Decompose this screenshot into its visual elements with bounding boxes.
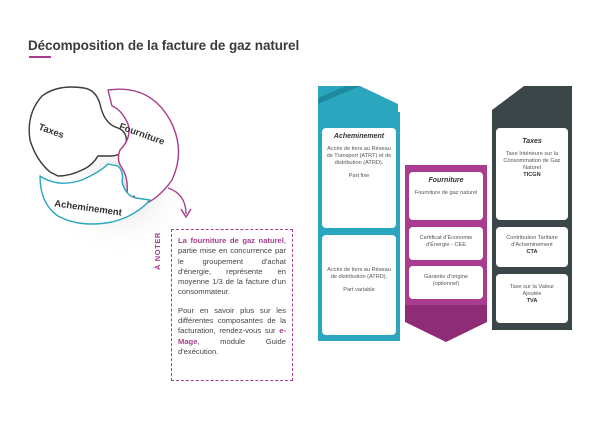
fourniture-cee-box: Certificat d'Économie d'Énergie - CEE (409, 227, 483, 260)
taxes-tva-text: Taxe sur la Valeur Ajoutée (509, 284, 555, 297)
note-side-label: À NOTER (153, 232, 162, 270)
fourniture-title: Fourniture (428, 177, 464, 184)
taxes-cta-box: Contribution Tarifaire d'Acheminement CT… (496, 227, 568, 267)
note-paragraph-1: La fourniture de gaz naturel, partie mis… (178, 236, 286, 298)
acheminement-top-chevron (318, 86, 398, 112)
taxes-top-chevron (492, 86, 572, 122)
title-underline (29, 56, 51, 58)
taxes-ticgn-code: TICGN (523, 172, 541, 178)
taxes-ticgn-box: Taxes Taxe Intérieure sur la Consommatio… (496, 128, 568, 220)
taxes-cta-code: CTA (526, 249, 538, 255)
taxes-tva-code: TVA (526, 298, 538, 304)
note-box: La fourniture de gaz naturel, partie mis… (171, 229, 293, 381)
acheminement-fixed-label: Part fixe (348, 173, 370, 179)
fourniture-origine-text: Garantie d'origine (optionnel) (424, 274, 468, 287)
acheminement-variable-box: Accès de tiers au Réseau de distribution… (322, 235, 396, 335)
taxes-cta-text: Contribution Tarifaire d'Acheminement (506, 235, 558, 248)
page-title: Décomposition de la facture de gaz natur… (28, 38, 300, 53)
fourniture-segment (107, 88, 180, 207)
acheminement-fixed-text: Accès de tiers au Réseau de Transport (A… (326, 146, 392, 166)
emage-link[interactable]: e-Mage (178, 326, 286, 346)
note-arrow-head (180, 208, 192, 219)
note-text-2b: , module Guide d'exécution. (178, 336, 286, 356)
fourniture-bottom-chevron (405, 305, 487, 342)
fourniture-cee-text: Certificat d'Économie d'Énergie - CEE (419, 235, 473, 248)
fourniture-text: Fourniture de gaz naturel (414, 190, 478, 196)
taxes-ticgn-text: Taxe Intérieure sur la Consommation de G… (503, 151, 561, 171)
acheminement-top-chevron-dark (318, 86, 360, 104)
note-arrow (167, 187, 187, 215)
fourniture-origine-box: Garantie d'origine (optionnel) (409, 266, 483, 299)
acheminement-fixed-box: Acheminement Accès de tiers au Réseau de… (322, 128, 396, 228)
note-paragraph-2: Pour en savoir plus sur les différentes … (178, 306, 286, 357)
taxes-tva-box: Taxe sur la Valeur Ajoutée TVA (496, 274, 568, 323)
taxes-title: Taxes (522, 138, 542, 145)
fourniture-box: Fourniture Fourniture de gaz naturel (409, 172, 483, 220)
note-text-1: , partie mise en concurrence par le grou… (178, 236, 286, 297)
note-text-2a: Pour en savoir plus sur les différentes … (178, 305, 286, 336)
acheminement-variable-label: Part variable (343, 287, 375, 293)
acheminement-variable-text: Accès de tiers au Réseau de distribution… (327, 267, 391, 280)
acheminement-title: Acheminement (333, 133, 385, 140)
acheminement-segment (39, 163, 151, 225)
note-highlight-1: La fourniture de gaz naturel (178, 236, 284, 245)
